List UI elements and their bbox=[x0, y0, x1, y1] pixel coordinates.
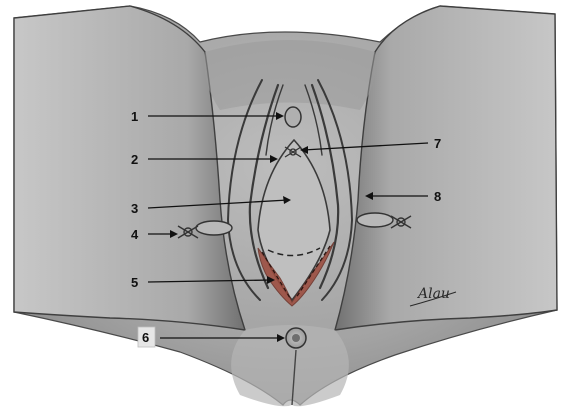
anus bbox=[286, 328, 306, 348]
callout-7: 7 bbox=[434, 136, 441, 151]
callout-8: 8 bbox=[434, 189, 441, 204]
callout-6: 6 bbox=[142, 330, 149, 345]
clitoris bbox=[285, 107, 301, 127]
mons-shading bbox=[204, 40, 376, 110]
callout-1: 1 bbox=[131, 109, 138, 124]
callout-4: 4 bbox=[131, 227, 139, 242]
callout-3: 3 bbox=[131, 201, 138, 216]
callout-5: 5 bbox=[131, 275, 138, 290]
callout-2: 2 bbox=[131, 152, 138, 167]
